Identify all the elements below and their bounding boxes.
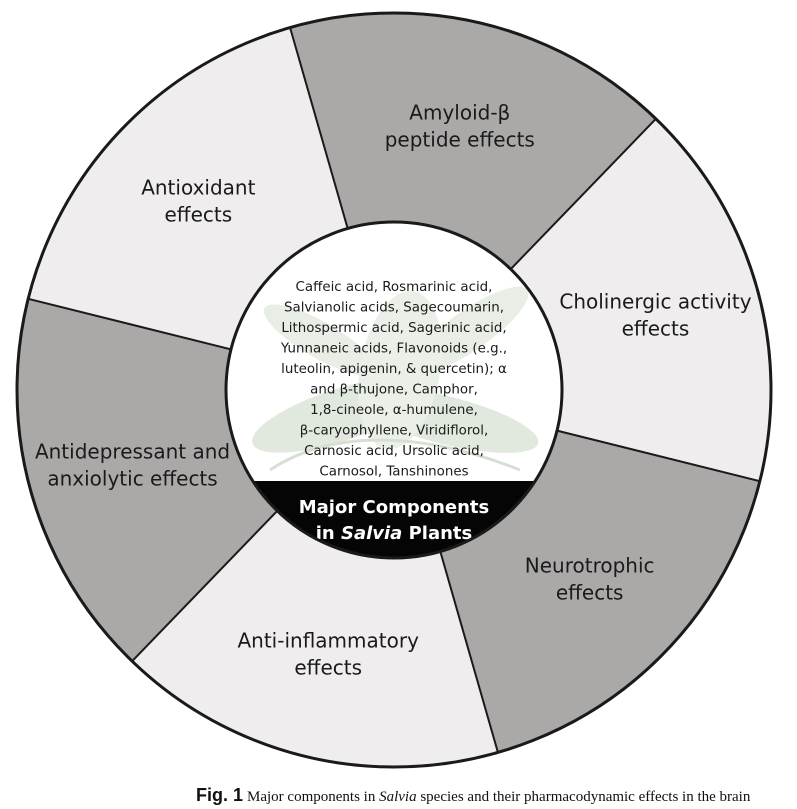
figure-caption-text: Major components in Salvia species and t… (247, 789, 751, 805)
center-title-line2: in Salvia Plants (316, 523, 473, 544)
component-line: 1,8-cineole, α-humulene, (310, 403, 478, 418)
component-line: Salvianolic acids, Sagecoumarin, (284, 301, 504, 316)
center-circle-outline (224, 220, 564, 560)
components-list: Caffeic acid, Rosmarinic acid, Salvianoli… (280, 280, 507, 480)
component-line: luteolin, apigenin, & quercetin); α (281, 362, 507, 377)
segment-label-cholinergic-line2: effects (622, 317, 690, 341)
component-line: Caffeic acid, Rosmarinic acid, (296, 280, 493, 295)
segment-label-amyloid-line2: peptide effects (385, 128, 535, 152)
segment-label-anti-inflammatory-line2: effects (294, 655, 362, 679)
component-line: and β-thujone, Camphor, (310, 383, 478, 398)
sage-leaves-image (252, 286, 539, 472)
segment-label-cholinergic-line1: Cholinergic activity (559, 290, 751, 314)
center-title-line1: Major Components (299, 497, 489, 518)
component-line: β-caryophyllene, Viridiflorol, (300, 424, 488, 439)
segment-label-antioxidant-line2: effects (165, 203, 233, 227)
component-line: Lithospermic acid, Sagerinic acid, (281, 321, 506, 336)
figure-label: Fig. 1 (196, 785, 244, 805)
component-line: Carnosic acid, Ursolic acid, (304, 444, 484, 459)
segment-label-antidepressant-line1: Antidepressant and (35, 439, 230, 463)
segment-label-anti-inflammatory-line1: Anti-inflammatory (237, 628, 419, 652)
component-line: Carnosol, Tanshinones (319, 465, 468, 480)
segment-label-neurotrophic-line1: Neurotrophic (525, 553, 655, 577)
outer-ring-outline (15, 11, 773, 769)
component-line: Yunnaneic acids, Flavonoids (e.g., (280, 342, 507, 357)
segment-label-antioxidant-line1: Antioxidant (141, 176, 255, 200)
segment-label-neurotrophic-line2: effects (556, 580, 624, 604)
segment-label-antidepressant-line2: anxiolytic effects (47, 466, 217, 490)
segment-label-amyloid-line1: Amyloid-β (409, 101, 510, 125)
